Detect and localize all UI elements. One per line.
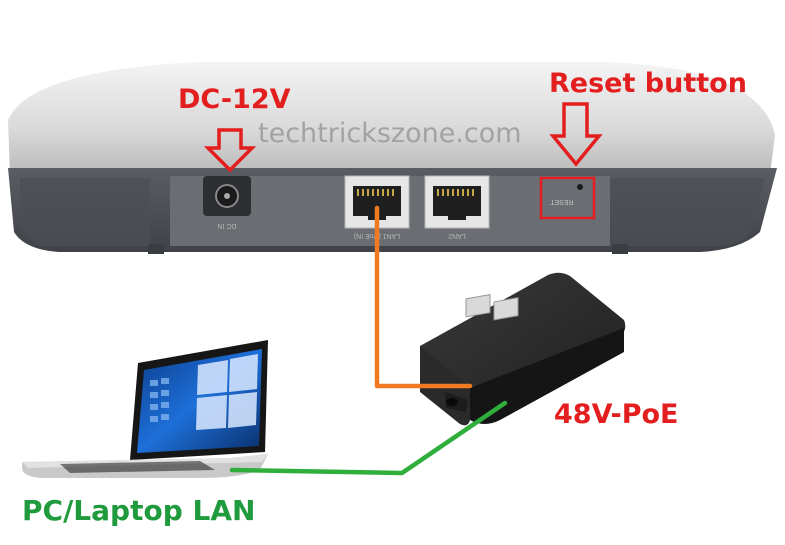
cable-orange bbox=[374, 205, 473, 389]
lan2-port bbox=[424, 175, 490, 229]
device-print-lan2: LAN2 bbox=[448, 232, 466, 239]
ethernet-port-icon bbox=[465, 294, 491, 318]
reset-hole bbox=[577, 184, 583, 190]
label-reset-button: Reset button bbox=[549, 68, 747, 99]
device-print-dc: DC IN bbox=[217, 222, 236, 229]
label-pc-laptop-lan: PC/Laptop LAN bbox=[22, 494, 256, 527]
dc-jack-icon bbox=[203, 176, 251, 216]
watermark: techtrickszone.com bbox=[258, 118, 522, 149]
down-arrow-icon bbox=[203, 128, 257, 173]
device-print-reset: RESET bbox=[550, 198, 574, 205]
ethernet-port-icon bbox=[493, 297, 519, 321]
cable-green bbox=[229, 400, 508, 476]
label-48v-poe: 48V-PoE bbox=[554, 399, 679, 430]
down-arrow-icon bbox=[549, 102, 603, 167]
laptop bbox=[22, 340, 268, 478]
label-dc-12v: DC-12V bbox=[178, 84, 291, 115]
reset-highlight-box bbox=[539, 176, 596, 220]
